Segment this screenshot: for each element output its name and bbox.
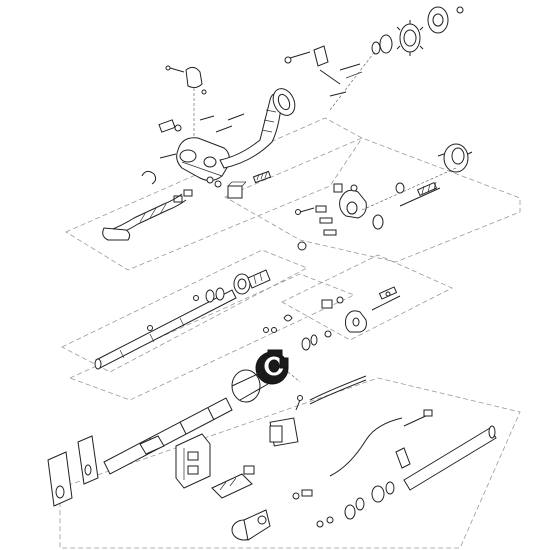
panel-top-housing [65, 117, 363, 271]
panel-jacket [59, 377, 521, 549]
lock-housing [176, 137, 230, 182]
steering-shaft [94, 289, 237, 370]
panel-lock-cylinder [224, 137, 521, 263]
retaining-nut [456, 6, 464, 14]
pivot-small-parts [263, 296, 344, 351]
lock-bolt [227, 181, 247, 199]
housing-pins [159, 113, 245, 159]
switch-cylinder [231, 369, 269, 403]
lock-spring-rod [399, 181, 441, 207]
upper-bearing [272, 88, 296, 116]
ignition-switch-head [437, 143, 473, 173]
panel-turn-signal [281, 254, 453, 341]
mounting-plate-left [47, 435, 99, 507]
canceling-cam [427, 6, 449, 34]
upper-housing-group [102, 45, 363, 241]
shaft-washers [147, 287, 225, 331]
shift-bowl [269, 395, 303, 447]
highlighted-switch-assembly [231, 349, 301, 403]
lower-lever [211, 465, 255, 499]
retaining-clip [141, 170, 157, 185]
lock-cylinder-group [295, 143, 473, 251]
spring-ring [371, 34, 393, 55]
pivot-rod [371, 286, 401, 311]
actuator-sector [339, 189, 367, 219]
lower-washers [292, 481, 395, 528]
lower-housing [231, 509, 271, 541]
panel-switch [68, 273, 356, 401]
bracket-plate [175, 433, 211, 489]
switch-housing-highlight [255, 349, 289, 385]
small-parts-cluster [173, 176, 222, 203]
shaft-coupling [233, 269, 271, 295]
panel-shaft [61, 249, 308, 373]
column-jacket [103, 397, 233, 475]
turn-signal-group [263, 286, 401, 351]
cover-cap [165, 65, 207, 95]
pivot-block [345, 310, 367, 333]
detent-springs [252, 170, 272, 184]
wire-harness [102, 193, 187, 241]
shaft-group [94, 269, 271, 370]
shaft-lock-plate [396, 20, 424, 56]
jacket-group [47, 375, 497, 541]
pivot-hardware [284, 45, 363, 97]
wire-cable [309, 375, 403, 477]
key-cylinder [158, 119, 182, 133]
cover-gear-group [329, 6, 464, 111]
mast-jacket-tube [395, 409, 497, 491]
lock-parts [295, 183, 358, 251]
bearing-small [372, 182, 405, 230]
